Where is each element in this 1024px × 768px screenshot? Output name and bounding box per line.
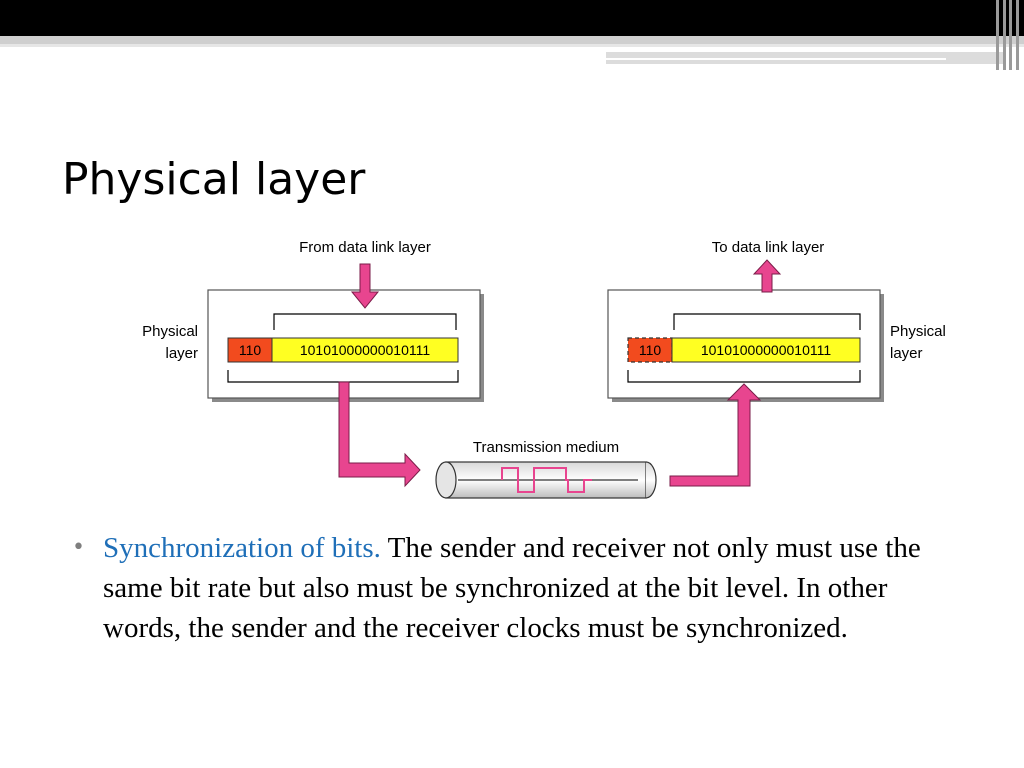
- corner-decoration: [994, 0, 1024, 70]
- slide-title: Physical layer: [62, 154, 366, 205]
- medium-to-right-arrow-icon: [669, 383, 762, 487]
- left-bracket-top: [273, 313, 457, 330]
- right-data-bits: 10101000000010111: [701, 342, 832, 358]
- medium-signal-waveform-icon: [501, 467, 592, 493]
- medium-pipe-right-end: [645, 461, 657, 499]
- right-bracket-top: [673, 313, 861, 330]
- down-arrow-icon: [350, 263, 380, 309]
- top-banner-stripe-thin: [0, 44, 1024, 47]
- right-side-label-line2: layer: [890, 345, 923, 362]
- right-header-cell: [627, 337, 673, 363]
- up-arrow-icon: [752, 259, 782, 293]
- top-banner-bar: [0, 0, 1024, 36]
- bullet-highlight-term: Synchronization of bits.: [103, 532, 381, 564]
- right-bracket-bottom: [627, 370, 861, 383]
- medium-pipe-left-end: [435, 461, 457, 499]
- medium-label: Transmission medium: [473, 439, 619, 456]
- left-top-label: From data link layer: [299, 239, 431, 256]
- left-data-cell: [271, 337, 459, 363]
- bullet-item: • Synchronization of bits. The sender an…: [72, 528, 972, 648]
- right-side-label-line1: Physical: [890, 323, 946, 340]
- bullet-dot-icon: •: [72, 535, 85, 560]
- left-side-label-line1: Physical: [142, 323, 198, 340]
- top-banner-accent-line: [606, 58, 946, 60]
- left-header-text: 110: [239, 342, 262, 358]
- left-side-label-line2: layer: [165, 345, 198, 362]
- top-banner-stripe: [0, 36, 1024, 44]
- left-data-bits: 10101000000010111: [300, 342, 431, 358]
- left-to-medium-arrow-icon: [338, 381, 421, 488]
- bullet-list: • Synchronization of bits. The sender an…: [72, 528, 972, 648]
- right-header-text: 110: [639, 342, 662, 358]
- right-data-cell: [671, 337, 861, 363]
- right-top-label: To data link layer: [712, 239, 825, 256]
- bullet-body-text: The sender and receiver not only must us…: [103, 532, 921, 644]
- physical-layer-diagram: From data link layer Physical layer 110 …: [120, 230, 960, 510]
